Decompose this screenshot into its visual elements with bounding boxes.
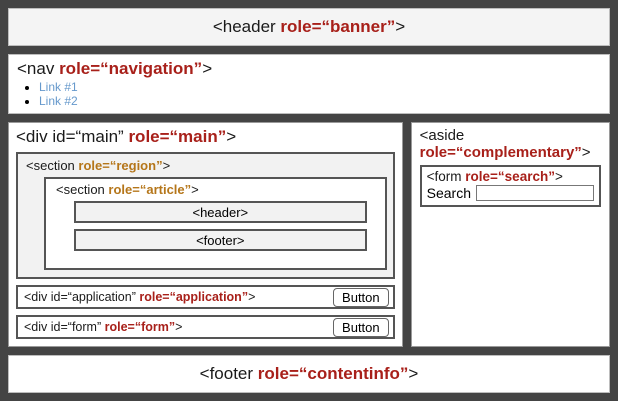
search-row: Search xyxy=(427,185,594,201)
article-tag-open: <section xyxy=(56,182,109,197)
search-role-attr: role=“search” xyxy=(465,169,555,184)
contentinfo-region: <footer role=“contentinfo”> xyxy=(8,355,610,393)
aside-label: <aside role=“complementary”> xyxy=(420,127,601,161)
section-article: <section role=“article”> <header> <foote… xyxy=(44,177,387,270)
region-role-attr: role=“region” xyxy=(78,158,163,173)
search-input[interactable] xyxy=(476,185,594,201)
complementary-region: <aside role=“complementary”> <form role=… xyxy=(410,122,610,347)
application-label: <div id=“application” role=“application”… xyxy=(24,290,255,304)
aside-tag-open: <aside xyxy=(419,127,465,144)
application-role-attr: role=“application” xyxy=(139,290,249,304)
main-role-attr: role=“main” xyxy=(128,127,227,146)
search-label: Search xyxy=(426,185,471,201)
region-tag-open: <section xyxy=(26,158,79,173)
aside-tag-close: > xyxy=(581,144,591,161)
list-item: Link #1 xyxy=(39,80,601,94)
form-role-attr: role=“form” xyxy=(104,320,176,334)
nav-role-attr: role=“navigation” xyxy=(59,59,203,78)
form-label: <div id=“form” role=“form”> xyxy=(24,320,182,334)
navigation-region: <nav role=“navigation”> Link #1 Link #2 xyxy=(8,54,610,114)
article-tag-close: > xyxy=(191,182,199,197)
nav-link-1[interactable]: Link #1 xyxy=(39,80,78,94)
application-row: <div id=“application” role=“application”… xyxy=(16,285,395,309)
article-footer-box: <footer> xyxy=(74,229,367,251)
contentinfo-role-attr: role=“contentinfo” xyxy=(257,364,409,383)
form-row: <div id=“form” role=“form”> Button xyxy=(16,315,395,339)
search-tag-open: <form xyxy=(426,169,466,184)
banner-tag-open: <header xyxy=(212,17,281,36)
nav-tag-open: <nav xyxy=(17,59,60,78)
main-region: <div id=“main” role=“main”> <section rol… xyxy=(8,122,403,347)
application-button[interactable]: Button xyxy=(333,287,389,307)
nav-tag-close: > xyxy=(202,59,213,78)
application-tag-open: <div id=“application” xyxy=(24,290,140,304)
banner-tag-close: > xyxy=(395,17,406,36)
nav-link-list: Link #1 Link #2 xyxy=(17,80,601,108)
list-item: Link #2 xyxy=(39,94,601,108)
main-tag-close: > xyxy=(226,127,237,146)
contentinfo-tag-close: > xyxy=(408,364,419,383)
search-form-label: <form role=“search”> xyxy=(427,169,594,184)
form-button[interactable]: Button xyxy=(333,317,389,337)
banner-label: <header role=“banner”> xyxy=(213,17,405,37)
main-tag-open: <div id=“main” xyxy=(16,127,129,146)
search-tag-close: > xyxy=(554,169,563,184)
content-band: <div id=“main” role=“main”> <section rol… xyxy=(8,122,610,347)
form-tag-close: > xyxy=(175,320,183,334)
article-header-box: <header> xyxy=(74,201,367,223)
contentinfo-tag-open: <footer xyxy=(199,364,258,383)
region-tag-close: > xyxy=(162,158,171,173)
region-label: <section role=“region”> xyxy=(26,158,387,173)
contentinfo-label: <footer role=“contentinfo”> xyxy=(200,364,419,384)
application-tag-close: > xyxy=(248,290,256,304)
article-role-attr: role=“article” xyxy=(108,182,192,197)
banner-role-attr: role=“banner” xyxy=(280,17,396,36)
nav-link-2[interactable]: Link #2 xyxy=(39,94,78,108)
search-form: <form role=“search”> Search xyxy=(419,165,601,207)
aside-role-attr: role=“complementary” xyxy=(419,144,582,161)
aside-title-line2: role=“complementary”> xyxy=(420,144,601,161)
form-tag-open: <div id=“form” xyxy=(24,320,105,334)
article-label: <section role=“article”> xyxy=(56,182,377,197)
banner-region: <header role=“banner”> xyxy=(8,8,610,46)
nav-label: <nav role=“navigation”> xyxy=(17,59,601,79)
section-region: <section role=“region”> <section role=“a… xyxy=(16,152,395,279)
main-label: <div id=“main” role=“main”> xyxy=(16,127,395,147)
